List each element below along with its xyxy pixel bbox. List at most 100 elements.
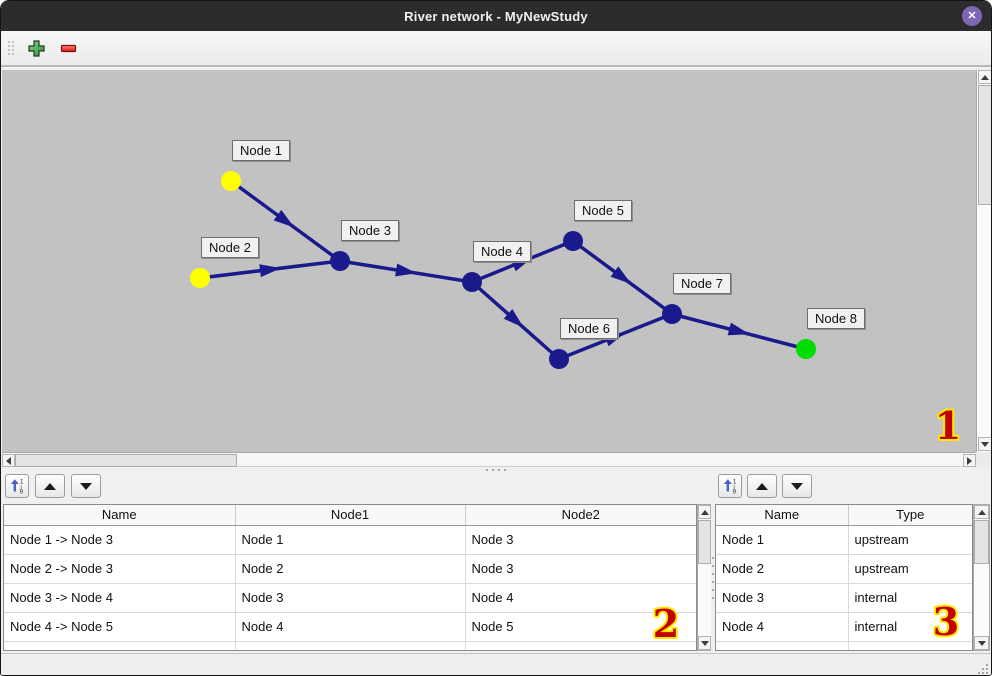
- canvas-horizontal-scrollbar[interactable]: [2, 452, 976, 467]
- move-reach-down-button[interactable]: [71, 474, 101, 498]
- nodes-table-scrollbar[interactable]: [973, 504, 990, 651]
- graph-node[interactable]: [190, 268, 210, 288]
- close-button[interactable]: ✕: [962, 6, 982, 26]
- scroll-down-button[interactable]: [698, 636, 711, 650]
- table-cell[interactable]: upstream: [848, 554, 972, 584]
- graph-node[interactable]: [662, 304, 682, 324]
- vertical-splitter[interactable]: [711, 504, 715, 651]
- svg-text:9: 9: [20, 490, 24, 494]
- column-header[interactable]: Node2: [465, 505, 696, 526]
- table-cell[interactable]: Node 3: [716, 583, 849, 613]
- scroll-up-button[interactable]: [978, 70, 991, 84]
- table-cell[interactable]: Node 2: [235, 554, 466, 584]
- graph-node[interactable]: [221, 171, 241, 191]
- sort-nodes-button[interactable]: 1 9: [718, 474, 742, 498]
- move-down-icon: [80, 482, 92, 490]
- table-cell[interactable]: internal: [848, 583, 972, 613]
- resize-grip[interactable]: [976, 662, 988, 674]
- node-label: Node 6: [560, 318, 618, 339]
- graph-node[interactable]: [549, 349, 569, 369]
- node-label: Node 7: [673, 273, 731, 294]
- table-cell[interactable]: Node 3 -> Node 4: [4, 583, 236, 613]
- scroll-down-button[interactable]: [974, 636, 989, 650]
- canvas-vertical-scrollbar[interactable]: [976, 70, 991, 452]
- svg-text:1: 1: [733, 480, 737, 486]
- table-cell[interactable]: Node 1 -> Node 3: [4, 525, 236, 555]
- svg-text:9: 9: [733, 490, 737, 494]
- sort-reaches-button[interactable]: 1 9: [5, 474, 29, 498]
- node-label: Node 5: [574, 200, 632, 221]
- scroll-down-icon: [981, 441, 989, 447]
- minus-icon: [60, 44, 76, 52]
- table-cell[interactable]: Node 4: [716, 612, 849, 642]
- vertical-scrollbar-thumb[interactable]: [974, 520, 989, 564]
- table-cell[interactable]: Node 4: [465, 583, 696, 613]
- scroll-left-button[interactable]: [2, 454, 15, 467]
- graph-node[interactable]: [462, 272, 482, 292]
- plus-icon: [27, 39, 45, 57]
- move-node-up-button[interactable]: [747, 474, 777, 498]
- scroll-up-button[interactable]: [698, 505, 711, 519]
- vertical-scrollbar-thumb[interactable]: [978, 85, 991, 205]
- column-header[interactable]: Name: [4, 505, 236, 526]
- table-cell[interactable]: upstream: [848, 525, 972, 555]
- graph-node[interactable]: [330, 251, 350, 271]
- scroll-up-icon: [977, 509, 986, 515]
- table-cell[interactable]: Node 5: [465, 612, 696, 642]
- node-label: Node 1: [232, 140, 290, 161]
- horizontal-splitter[interactable]: [1, 467, 991, 472]
- add-node-button[interactable]: [24, 36, 48, 60]
- table-cell[interactable]: Node 3: [465, 525, 696, 555]
- scroll-down-icon: [977, 640, 986, 646]
- table-cell[interactable]: Node 4: [235, 612, 466, 642]
- edge-arrow-icon: [727, 322, 750, 336]
- table-row-empty: [4, 641, 696, 650]
- reaches-table-scrollbar[interactable]: [697, 504, 712, 651]
- edge-arrow-icon: [259, 264, 281, 278]
- graph-node[interactable]: [563, 231, 583, 251]
- scroll-right-button[interactable]: [963, 454, 976, 467]
- move-node-down-button[interactable]: [782, 474, 812, 498]
- remove-node-button[interactable]: [56, 36, 80, 60]
- table-cell[interactable]: Node 4 -> Node 5: [4, 612, 236, 642]
- move-reach-up-button[interactable]: [35, 474, 65, 498]
- table-cell[interactable]: Node 3: [465, 554, 696, 584]
- scroll-left-icon: [6, 456, 11, 465]
- move-down-icon: [791, 482, 803, 490]
- table-cell[interactable]: Node 1: [235, 525, 466, 555]
- scroll-up-icon: [700, 509, 709, 515]
- scroll-down-icon: [700, 640, 709, 646]
- column-header[interactable]: Node1: [235, 505, 466, 526]
- table-cell[interactable]: internal: [848, 612, 972, 642]
- table-row-empty: [716, 641, 972, 650]
- table-cell[interactable]: Node 2: [716, 554, 849, 584]
- scroll-down-button[interactable]: [978, 437, 991, 451]
- node-label: Node 4: [473, 241, 531, 262]
- reaches-toolbar: 1 9: [5, 474, 101, 498]
- horizontal-scrollbar-thumb[interactable]: [15, 454, 237, 467]
- scroll-up-button[interactable]: [974, 505, 989, 519]
- titlebar[interactable]: River network - MyNewStudy ✕: [1, 1, 991, 31]
- table-cell[interactable]: Node 1: [716, 525, 849, 555]
- vertical-scrollbar-thumb[interactable]: [698, 520, 711, 564]
- table-cell[interactable]: Node 3: [235, 583, 466, 613]
- table-cell[interactable]: Node 2 -> Node 3: [4, 554, 236, 584]
- graph-node[interactable]: [796, 339, 816, 359]
- window-title: River network - MyNewStudy: [404, 8, 588, 24]
- toolbar-drag-handle[interactable]: [6, 36, 16, 60]
- column-header[interactable]: Type: [848, 505, 972, 526]
- edge-arrow-icon: [273, 209, 295, 228]
- column-header[interactable]: Name: [716, 505, 849, 526]
